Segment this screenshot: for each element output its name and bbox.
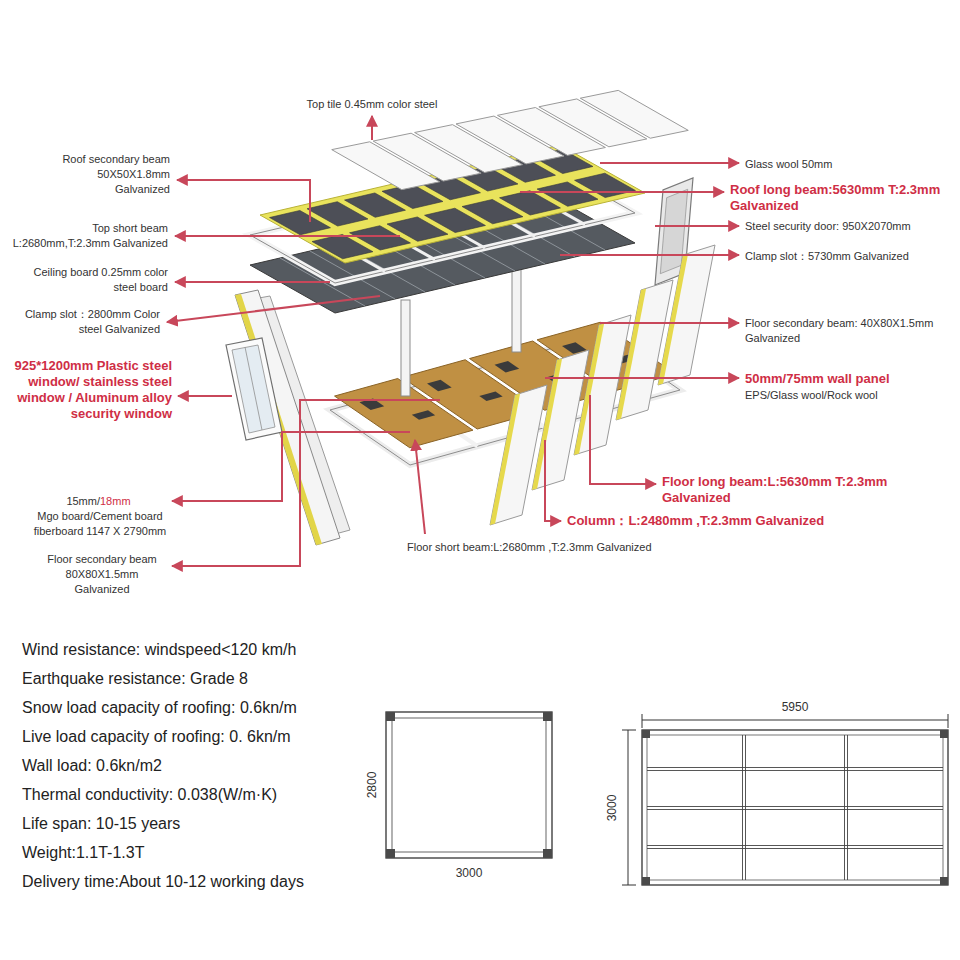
part-label: Floor short beam:L:2680mm ,T:2.3mm Galva… <box>407 540 652 555</box>
dimension-line <box>642 720 948 721</box>
part-label: Floor secondary beam 80X80X1.5mm Galvani… <box>37 552 167 597</box>
plan-frame <box>386 712 552 858</box>
corner-fitting <box>940 877 948 885</box>
part-label-highlight: 50mm/75mm wall panel <box>745 371 890 387</box>
leader-line <box>172 400 440 566</box>
spec-line: Snow load capacity of roofing: 0.6kn/m <box>22 698 297 718</box>
leader-line <box>175 235 400 237</box>
part-label: Roof secondary beam 50X50X1.8mm Galvaniz… <box>58 152 170 197</box>
part-label: Clamp slot：5730mm Galvanized <box>745 249 909 264</box>
part-label: Mgo board/Cement board fiberboard 1147 X… <box>25 509 175 539</box>
dimension: 3000 <box>605 795 619 822</box>
corner-fitting <box>386 849 395 858</box>
window <box>226 338 282 440</box>
window-glass <box>232 345 275 433</box>
leader-line <box>545 440 561 521</box>
corner-fitting <box>642 730 650 738</box>
leader-line <box>545 377 739 379</box>
leader-lines <box>167 116 739 566</box>
leader-line <box>172 432 410 501</box>
dimension-line <box>628 730 629 885</box>
board-cutout <box>479 392 502 401</box>
part-label: Steel security door: 950X2070mm <box>745 219 911 234</box>
floor-plan-frame <box>642 730 948 885</box>
spec-line: Weight:1.1T-1.3T <box>22 843 144 863</box>
grid-line <box>647 848 943 849</box>
grid-line <box>647 767 943 768</box>
dimension-tick <box>622 885 636 886</box>
part-label-highlight: Roof long beam:5630mm T:2.3mm Galvanized <box>730 182 952 214</box>
corner-fitting <box>642 877 650 885</box>
column <box>512 262 521 352</box>
leader-line <box>371 116 373 140</box>
grid-line <box>844 735 845 880</box>
grid-line <box>745 735 746 880</box>
spec-line: Earthquake resistance: Grade 8 <box>22 669 248 689</box>
part-label: Top tile 0.45mm color steel <box>307 97 438 112</box>
leader-line <box>655 225 739 227</box>
corner-fitting <box>386 712 395 721</box>
corner-fitting <box>940 730 948 738</box>
part-label-highlight: 925*1200mm Plastic steel window/ stainle… <box>7 358 172 422</box>
grid-line <box>647 845 943 846</box>
leader-line <box>177 180 310 222</box>
column <box>401 300 410 396</box>
wall-panel <box>490 385 547 525</box>
grid-line <box>847 735 848 880</box>
leader-line <box>590 395 656 484</box>
corner-fitting <box>543 712 552 721</box>
floor-plan-frame-inner <box>647 735 943 880</box>
leader-line <box>600 162 739 164</box>
board-cutout <box>412 410 435 419</box>
leader-line <box>600 322 739 324</box>
part-label: Ceiling board 0.25mm color steel board <box>30 265 168 295</box>
leader-line <box>167 296 380 322</box>
roof-panel <box>575 173 636 197</box>
part-label: Top short beam L:2680mm,T:2.3mm Galvaniz… <box>8 221 168 251</box>
leader-line <box>415 440 425 534</box>
plan-frame-inner <box>392 718 546 852</box>
corner-fitting <box>543 849 552 858</box>
grid-line <box>742 735 743 880</box>
dimension: 3000 <box>456 866 483 880</box>
grid-line <box>647 770 943 771</box>
spec-line: Live load capacity of roofing: 0. 6kn/m <box>22 727 291 747</box>
plan-drawings <box>386 712 948 885</box>
part-label: Floor secondary beam: 40X80X1.5mm Galvan… <box>745 316 945 346</box>
part-label: Clamp slot：2800mm Color steel Galvanized <box>10 307 160 337</box>
part-label: 15mm/ <box>66 494 100 509</box>
spec-line: Life span: 10-15 years <box>22 814 180 834</box>
leader-line <box>520 191 724 193</box>
dimension-tick <box>622 730 636 731</box>
leader-line <box>560 254 739 256</box>
panel-edge <box>490 393 520 525</box>
dimension: 5950 <box>782 700 809 714</box>
grid-line <box>647 809 943 810</box>
leader-line <box>175 281 330 283</box>
dimension-tick <box>948 714 949 728</box>
dimension-tick <box>642 714 643 728</box>
part-label-highlight: Column：L:2480mm ,T:2.3mm Galvanized <box>567 513 824 529</box>
part-label-highlight: 18mm <box>100 494 131 509</box>
spec-line: Delivery time:About 10-12 working days <box>22 872 304 892</box>
window-mullion <box>245 347 262 430</box>
part-label: EPS/Glass wool/Rock wool <box>745 388 878 403</box>
grid-line <box>647 806 943 807</box>
board-cutout <box>427 380 452 391</box>
spec-line: Wind resistance: windspeed<120 km/h <box>22 640 296 660</box>
board-cutout <box>495 361 520 372</box>
spec-line: Wall load: 0.6kn/m2 <box>22 756 162 776</box>
part-label: Glass wool 50mm <box>745 157 832 172</box>
dimension: 2800 <box>365 772 379 799</box>
part-label-highlight: Floor long beam:L:5630mm T:2.3mm Galvani… <box>662 474 912 506</box>
top-tile <box>580 90 688 138</box>
leader-line <box>178 395 232 397</box>
spec-line: Thermal conductivity: 0.038(W/m·K) <box>22 785 277 805</box>
